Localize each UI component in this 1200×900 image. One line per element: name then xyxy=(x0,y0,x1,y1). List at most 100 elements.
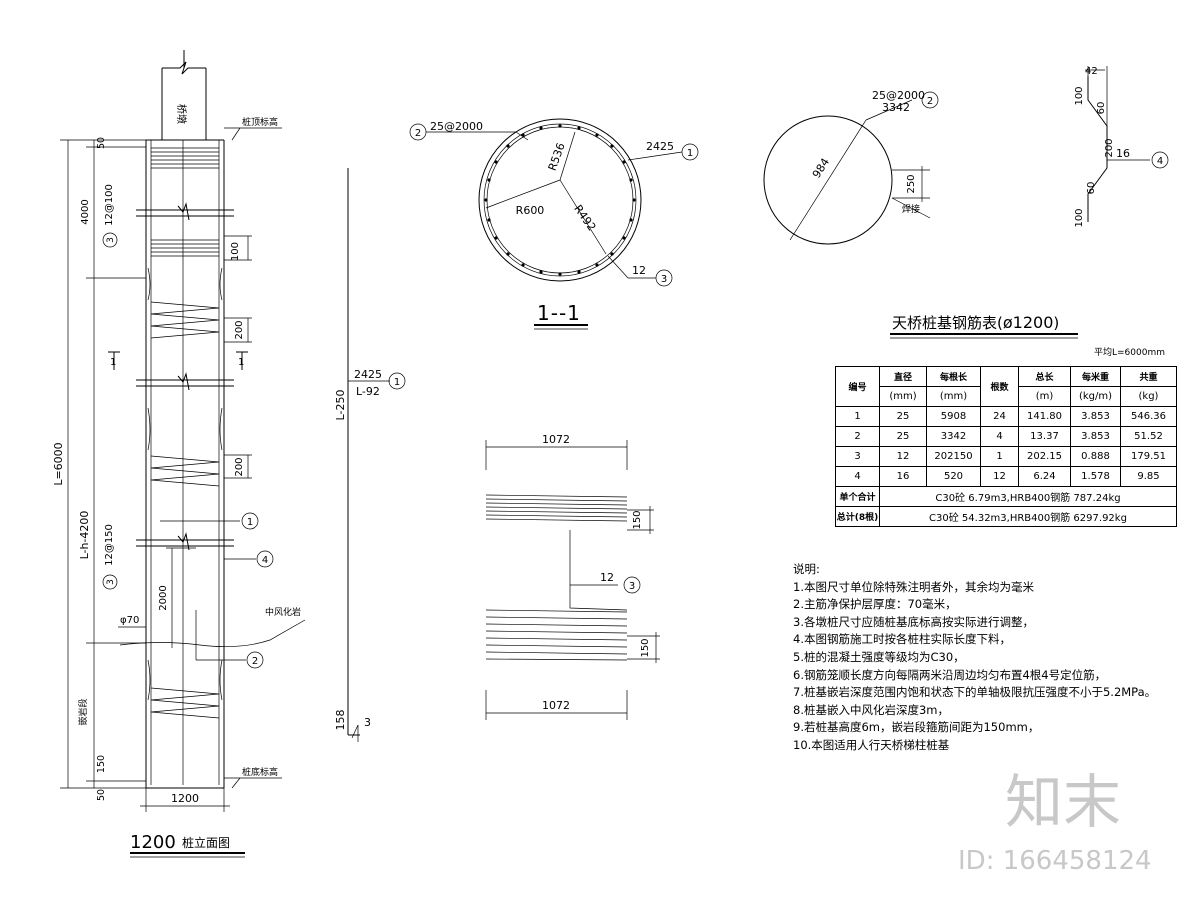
cell-cnt: 4 xyxy=(980,426,1019,447)
stirrup-spacing-bottom: 12@150 xyxy=(104,524,115,566)
section-cut-left: 1 xyxy=(110,357,116,368)
cell-no: 2 xyxy=(835,426,880,447)
long-bar-L250: L-250 xyxy=(334,390,347,421)
table-title-pre: 天桥桩基钢筋表( xyxy=(892,314,1003,332)
callout-3-bottom: 3 xyxy=(106,579,116,585)
cell-no: 4 xyxy=(835,466,880,487)
cell-len: 5908 xyxy=(926,406,981,427)
table-title: 天桥桩基钢筋表(ø1200) xyxy=(892,313,1059,332)
cell-cnt: 12 xyxy=(980,466,1019,487)
callout-4-elev: 4 xyxy=(262,555,268,566)
note-item: 6.钢筋笼顺长度方向每隔两米沿周边均匀布置4根4号定位筋， xyxy=(793,667,1107,682)
dim-2000: 2000 xyxy=(158,585,169,610)
header-wt-unit: (kg) xyxy=(1120,386,1177,407)
section-rebar-dots xyxy=(484,124,636,276)
cell-wpm: 0.888 xyxy=(1070,446,1121,467)
spiral-stirrup-detail: 1072 150 12 3 xyxy=(485,433,660,720)
cell-wpm: 1.578 xyxy=(1070,466,1121,487)
note-item: 7.桩基嵌岩深度范围内饱和状态下的单轴极限抗压强度不小于5.2MPa。 xyxy=(793,685,1157,700)
header-dia-unit: (mm) xyxy=(879,386,927,407)
ring-length: 3342 xyxy=(882,101,910,114)
ring-diameter: 984 xyxy=(810,156,832,181)
spiral-dim-top: 1072 xyxy=(542,433,570,446)
table-row: 3 12 202150 1 202.15 0.888 179.51 xyxy=(835,446,1177,467)
dim-50-top: 50 xyxy=(96,137,107,149)
table-single-total-row: 单个合计 C30砼 6.79m3,HRB400钢筋 787.24kg xyxy=(835,486,1177,507)
bent-dim-200: 200 xyxy=(1104,138,1115,157)
cell-len: 202150 xyxy=(926,446,981,467)
radius-492: R492 xyxy=(571,203,598,234)
cell-wpm: 3.853 xyxy=(1070,426,1121,447)
cell-tot: 13.37 xyxy=(1018,426,1071,447)
table-header-row: 编号 直径 每根长 根数 总长 每米重 共重 xyxy=(835,366,1177,407)
section-callout-3: 3 xyxy=(661,274,667,285)
note-item: 5.桩的混凝土强度等级均为C30， xyxy=(793,649,965,664)
notes-block: 说明: 1.本图尺寸单位除特殊注明者外，其余均为毫米 2.主筋净保护层厚度：70… xyxy=(793,561,1193,755)
cell-wt: 546.36 xyxy=(1120,406,1177,427)
grand-total-value: C30砼 54.32m3,HRB400钢筋 6297.92kg xyxy=(879,506,1177,527)
spiral-dim-bottom: 1072 xyxy=(542,699,570,712)
dim-phi70: φ70 xyxy=(120,615,139,626)
dim-50-bottom: 50 xyxy=(96,789,107,801)
pile-bottom-elev-label: 桩底标高 xyxy=(242,766,278,778)
bent-spec: 16 xyxy=(1116,147,1130,160)
header-cnt: 根数 xyxy=(980,366,1019,407)
break-marks xyxy=(136,202,234,551)
note-item: 3.各墩桩尺寸应随桩基底标高按实际进行调整， xyxy=(793,614,1034,629)
header-no: 编号 xyxy=(835,366,880,407)
note-item: 9.若桩基高度6m，嵌岩段箍筋间距为150mm， xyxy=(793,720,1040,735)
radius-536: R536 xyxy=(546,141,568,172)
section-bar1-spec: 2425 xyxy=(646,140,674,153)
single-total-value: C30砼 6.79m3,HRB400钢筋 787.24kg xyxy=(879,486,1177,507)
bent-dim-42: 42 xyxy=(1085,66,1098,77)
note-item: 10.本图适用人行天桥梯柱桩基 xyxy=(793,737,950,752)
rock-label: 中风化岩 xyxy=(265,606,301,618)
ring-spec: 25@2000 xyxy=(872,89,925,102)
spiral-zigzags xyxy=(147,267,223,719)
notes-title: 说明: xyxy=(793,562,820,576)
note-item: 1.本图尺寸单位除特殊注明者外，其余均为毫米 xyxy=(793,579,1034,594)
table-title-block: 天桥桩基钢筋表(ø1200) 平均L=6000mm xyxy=(890,313,1165,358)
embed-label: 嵌岩段 xyxy=(77,698,89,725)
cell-wt: 51.52 xyxy=(1120,426,1177,447)
dim-L6000: L=6000 xyxy=(52,442,65,485)
cell-len: 3342 xyxy=(926,426,981,447)
watermark-logo: 知末 xyxy=(1005,768,1121,836)
cell-wt: 179.51 xyxy=(1120,446,1177,467)
table-row: 2 25 3342 4 13.37 3.853 51.52 xyxy=(835,426,1177,447)
section-title: 1--1 xyxy=(537,301,581,325)
long-bar-spec: 2425 xyxy=(354,368,382,381)
header-dia: 直径 xyxy=(879,366,927,387)
spiral-dim-150-bottom: 150 xyxy=(640,638,651,657)
ring-dim-250: 250 xyxy=(906,174,917,193)
header-wpm: 每米重 xyxy=(1070,366,1121,387)
table-title-sym: ø1200 xyxy=(1003,313,1054,332)
bent-dim-100-top: 100 xyxy=(1074,86,1085,105)
bent-dim-100-bottom: 100 xyxy=(1074,208,1085,227)
single-total-label: 单个合计 xyxy=(835,486,880,507)
long-bar-mark3: 3 xyxy=(364,716,371,729)
table-header-units-row: (mm) (mm) (m) (kg/m) (kg) xyxy=(836,386,1177,407)
section-bar2-spec: 25@2000 xyxy=(430,120,483,133)
cell-wt: 9.85 xyxy=(1120,466,1177,487)
bent-dim-60-top: 60 xyxy=(1096,102,1107,115)
cell-dia: 25 xyxy=(879,406,927,427)
note-item: 8.桩基嵌入中风化岩深度3m， xyxy=(793,702,949,717)
dim-150: 150 xyxy=(96,755,107,773)
long-bar-detail: 2425 L-92 1 L-250 158 3 xyxy=(334,168,406,742)
pile-top-elev-label: 桩顶标高 xyxy=(242,116,278,128)
note-item: 2.主筋净保护层厚度：70毫米， xyxy=(793,597,957,612)
section-1-1: R536 R600 R492 2 25@2000 1 2425 3 12 1--… xyxy=(409,118,699,330)
header-tot-unit: (m) xyxy=(1018,386,1071,407)
table-title-post: ) xyxy=(1053,314,1059,332)
cell-no: 1 xyxy=(835,406,880,427)
cell-len: 520 xyxy=(926,466,981,487)
long-bar-158: 158 xyxy=(334,710,347,731)
pile-elevation: 桥墩 桩顶标高 xyxy=(52,50,306,858)
table-row: 1 25 5908 24 141.80 3.853 546.36 xyxy=(835,406,1177,427)
header-len: 每根长 xyxy=(926,366,981,387)
bent-dim-60-bottom: 60 xyxy=(1086,182,1097,195)
rebar-table: 编号 直径 每根长 根数 总长 每米重 共重 (mm) (mm) (m) (kg… xyxy=(835,366,1177,527)
spiral-callout-3: 3 xyxy=(629,581,635,592)
long-bar-length: L-92 xyxy=(356,385,380,398)
